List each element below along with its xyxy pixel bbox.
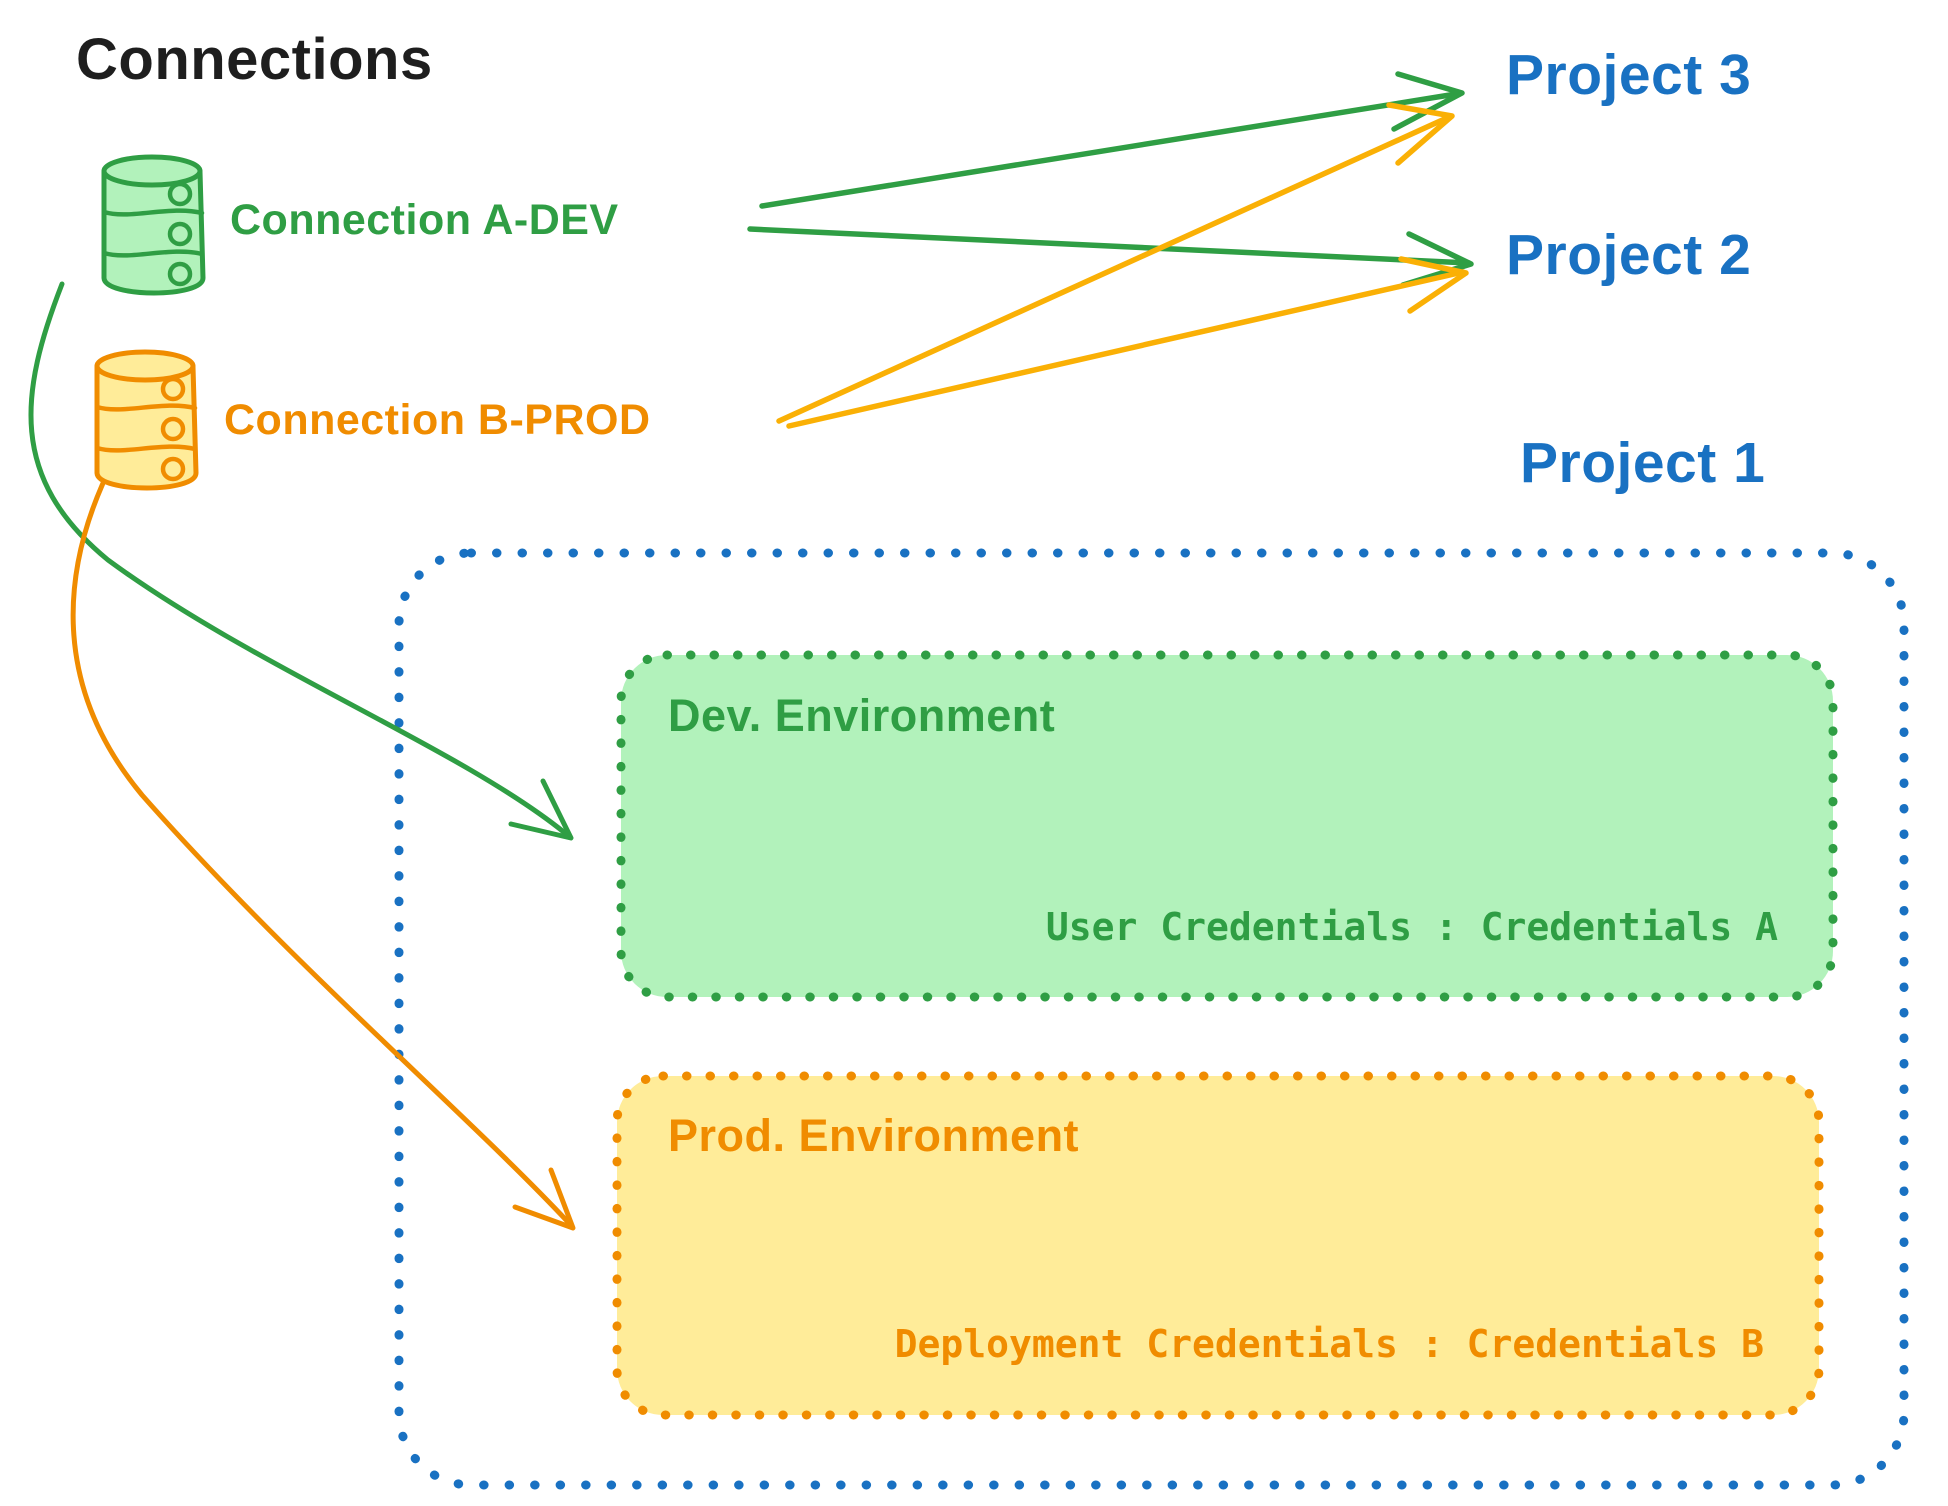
arrow-b-prod-to-prod-environment bbox=[70, 457, 576, 1231]
database-icon bbox=[101, 154, 206, 296]
prod-environment-credentials: Deployment Credentials : Credentials B bbox=[894, 1322, 1764, 1366]
arrow-a-dev-to-project-2 bbox=[747, 226, 1474, 288]
dev-environment-title: Dev. Environment bbox=[668, 690, 1056, 741]
prod-environment-title: Prod. Environment bbox=[668, 1110, 1080, 1161]
database-icon bbox=[94, 349, 199, 491]
arrow-b-prod-to-project-2 bbox=[786, 256, 1469, 429]
dev-environment-credentials: User Credentials : Credentials A bbox=[1045, 905, 1778, 949]
dev-environment-box bbox=[616, 650, 1838, 1002]
arrow-a-dev-to-dev-environment bbox=[28, 281, 574, 841]
project-3-label: Project 3 bbox=[1506, 43, 1752, 107]
arrow-a-dev-to-project-3 bbox=[759, 71, 1465, 209]
project-2-label: Project 2 bbox=[1506, 223, 1752, 287]
connection-b-prod-label: Connection B-PROD bbox=[224, 396, 651, 444]
prod-environment-box bbox=[612, 1071, 1824, 1420]
diagram-title: Connections bbox=[76, 27, 433, 92]
project-1-label: Project 1 bbox=[1520, 431, 1766, 495]
connection-a-dev-label: Connection A-DEV bbox=[230, 196, 619, 244]
arrow-b-prod-to-project-3 bbox=[776, 102, 1455, 424]
